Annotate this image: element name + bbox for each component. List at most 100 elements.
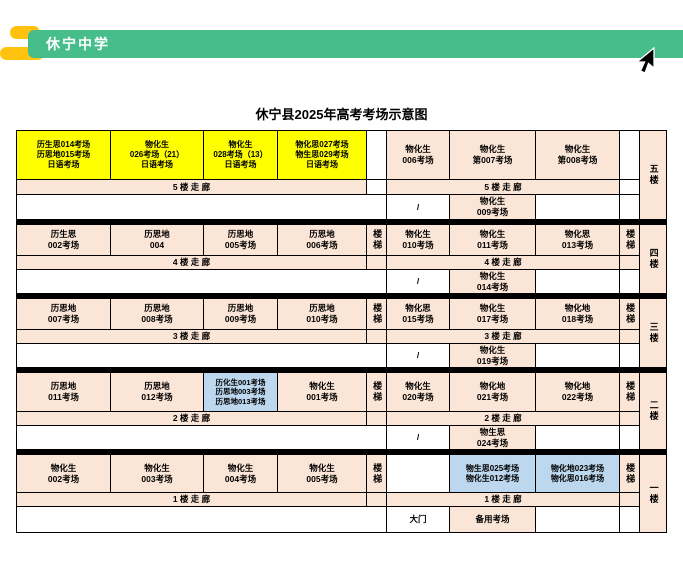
slash-cell: / bbox=[387, 344, 449, 367]
floor-block-3: 历思地 007考场 历思地 008考场 历思地 009考场 历思地 010考场 … bbox=[16, 298, 667, 368]
empty-cell bbox=[620, 270, 639, 293]
stair-cell: 楼梯 bbox=[367, 299, 386, 329]
room-cell: 物化生 026考场（21） 日语考场 bbox=[111, 131, 203, 179]
room-cell: 物化生 004考场 bbox=[204, 455, 277, 492]
room-cell: 物化生 017考场 bbox=[450, 299, 535, 329]
room-cell: 物化生 011考场 bbox=[450, 225, 535, 255]
room-cell: 物化生 002考场 bbox=[17, 455, 110, 492]
floor-label: 二楼 bbox=[640, 373, 666, 449]
empty-cell bbox=[620, 344, 639, 367]
empty-cell bbox=[620, 256, 639, 269]
empty-cell bbox=[620, 180, 639, 194]
floor-block-2: 历思地 011考场 历思地 012考场 历化生001考场 历思地003考场 历思… bbox=[16, 372, 667, 450]
stair-cell: 楼梯 bbox=[620, 373, 639, 411]
empty-cell bbox=[620, 426, 639, 449]
room-cell: 物化地023考场 物化思016考场 bbox=[536, 455, 619, 492]
room-cell: 历化生001考场 历思地003考场 历思地013考场 bbox=[204, 373, 277, 411]
room-cell: 物化生 010考场 bbox=[387, 225, 449, 255]
room-cell: 物化生 020考场 bbox=[387, 373, 449, 411]
corridor-cell: 4 楼 走 廊 bbox=[17, 256, 366, 269]
stair-cell: 楼梯 bbox=[620, 455, 639, 492]
empty-cell bbox=[17, 195, 386, 219]
reserve-room-cell: 备用考场 bbox=[450, 507, 535, 532]
room-cell: 物化生 014考场 bbox=[450, 270, 535, 293]
room-cell: 物化生 009考场 bbox=[450, 195, 535, 219]
room-cell: 历思地 004 bbox=[111, 225, 203, 255]
slash-cell: / bbox=[387, 270, 449, 293]
stair-cell: 楼梯 bbox=[620, 299, 639, 329]
empty-cell bbox=[536, 344, 619, 367]
room-cell: 历生思014考场 历思地015考场 日语考场 bbox=[17, 131, 110, 179]
room-cell: 物化地 018考场 bbox=[536, 299, 619, 329]
stair-cell: 楼梯 bbox=[367, 373, 386, 411]
corridor-cell: 1 楼 走 廊 bbox=[387, 493, 619, 506]
room-cell: 历思地 005考场 bbox=[204, 225, 277, 255]
corridor-cell: 5 楼 走 廊 bbox=[387, 180, 619, 194]
floor-label: 四楼 bbox=[640, 225, 666, 293]
room-cell: 物化生 第008考场 bbox=[536, 131, 619, 179]
empty-cell bbox=[620, 412, 639, 425]
room-cell: 物化生 第007考场 bbox=[450, 131, 535, 179]
stair-cell: 楼梯 bbox=[367, 225, 386, 255]
slash-cell: / bbox=[387, 195, 449, 219]
stair-cell bbox=[367, 131, 386, 179]
empty-cell bbox=[367, 412, 386, 425]
room-cell: 历生思 002考场 bbox=[17, 225, 110, 255]
slash-cell: / bbox=[387, 426, 449, 449]
empty-cell bbox=[17, 270, 386, 293]
floor-block-1: 物化生 002考场 物化生 003考场 物化生 004考场 物化生 005考场 … bbox=[16, 454, 667, 533]
empty-cell bbox=[367, 493, 386, 506]
floor-label: 一楼 bbox=[640, 455, 666, 532]
floor-block-5: 历生思014考场 历思地015考场 日语考场 物化生 026考场（21） 日语考… bbox=[16, 130, 667, 220]
gate-cell: 大门 bbox=[387, 507, 449, 532]
corridor-cell: 1 楼 走 廊 bbox=[17, 493, 366, 506]
room-cell: 物生思025考场 物化生012考场 bbox=[450, 455, 535, 492]
room-cell: 物化思 013考场 bbox=[536, 225, 619, 255]
room-cell: 物化生 019考场 bbox=[450, 344, 535, 367]
empty-cell bbox=[17, 344, 386, 367]
room-cell: 历思地 010考场 bbox=[278, 299, 366, 329]
floor-separator bbox=[16, 450, 667, 454]
empty-cell bbox=[620, 493, 639, 506]
empty-cell bbox=[367, 180, 386, 194]
stair-cell bbox=[620, 131, 639, 179]
empty-cell bbox=[620, 507, 639, 532]
room-cell: 物化生 005考场 bbox=[278, 455, 366, 492]
empty-cell bbox=[367, 330, 386, 343]
room-cell: 物生思 024考场 bbox=[450, 426, 535, 449]
floor-block-4: 历生思 002考场 历思地 004 历思地 005考场 历思地 006考场 楼梯… bbox=[16, 224, 667, 294]
corridor-cell: 2 楼 走 廊 bbox=[17, 412, 366, 425]
room-cell: 物化地 022考场 bbox=[536, 373, 619, 411]
empty-cell bbox=[17, 507, 386, 532]
corridor-cell: 3 楼 走 廊 bbox=[387, 330, 619, 343]
school-name: 休宁中学 bbox=[46, 36, 110, 52]
room-cell: 物化思 015考场 bbox=[387, 299, 449, 329]
room-cell: 物化生 028考场（13） 日语考场 bbox=[204, 131, 277, 179]
room-cell: 历思地 012考场 bbox=[111, 373, 203, 411]
empty-cell bbox=[536, 195, 619, 219]
floor-separator bbox=[16, 220, 667, 224]
room-cell: 历思地 011考场 bbox=[17, 373, 110, 411]
corridor-cell: 2 楼 走 廊 bbox=[387, 412, 619, 425]
floor-label: 五楼 bbox=[640, 131, 666, 219]
exam-layout-table: 历生思014考场 历思地015考场 日语考场 物化生 026考场（21） 日语考… bbox=[16, 130, 667, 533]
room-cell: 历思地 006考场 bbox=[278, 225, 366, 255]
corridor-cell: 5 楼 走 廊 bbox=[17, 180, 366, 194]
floor-separator bbox=[16, 368, 667, 372]
room-cell: 历思地 009考场 bbox=[204, 299, 277, 329]
header-bar: 休宁中学 bbox=[28, 30, 683, 58]
floor-label: 三楼 bbox=[640, 299, 666, 367]
corridor-cell: 3 楼 走 廊 bbox=[17, 330, 366, 343]
stair-cell: 楼梯 bbox=[620, 225, 639, 255]
empty-cell bbox=[620, 195, 639, 219]
empty-cell bbox=[536, 426, 619, 449]
empty-cell bbox=[620, 330, 639, 343]
empty-cell bbox=[536, 270, 619, 293]
empty-cell bbox=[387, 455, 449, 492]
room-cell: 物化地 021考场 bbox=[450, 373, 535, 411]
room-cell: 历思地 007考场 bbox=[17, 299, 110, 329]
empty-cell bbox=[17, 426, 386, 449]
page-title: 休宁县2025年高考考场示意图 bbox=[255, 107, 428, 122]
mouse-pointer-icon bbox=[635, 46, 655, 74]
room-cell: 物化生 001考场 bbox=[278, 373, 366, 411]
